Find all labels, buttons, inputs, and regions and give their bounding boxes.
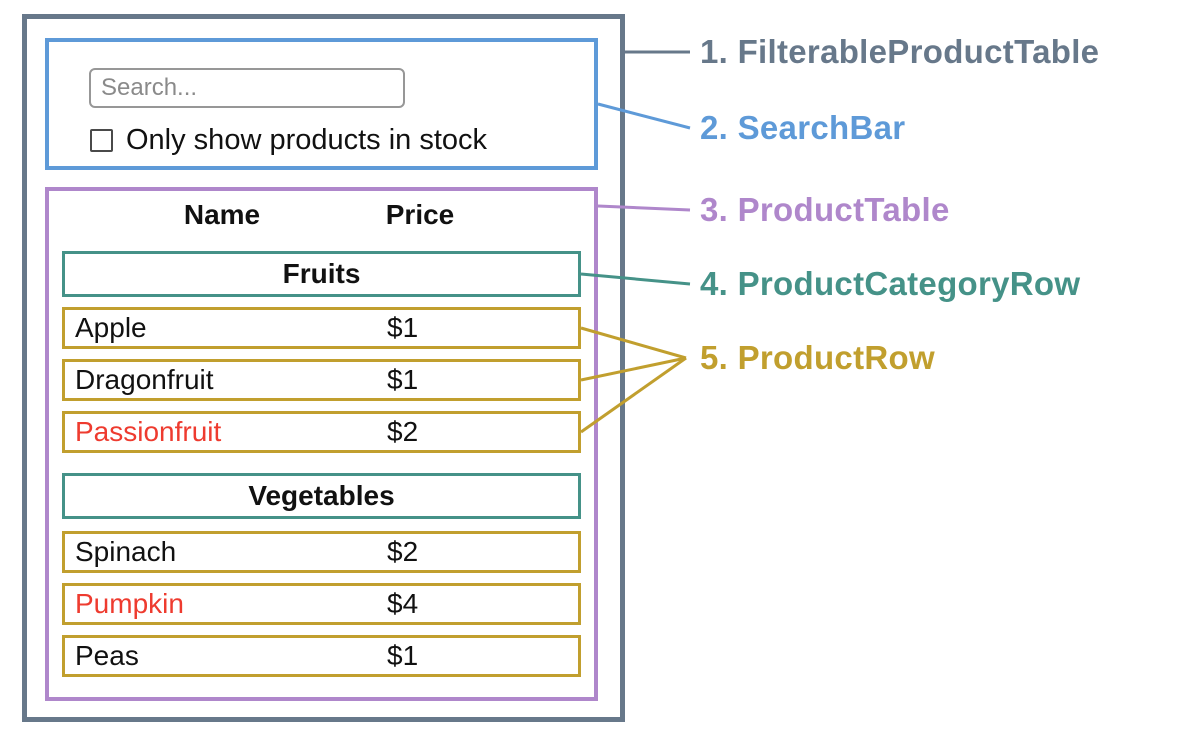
legend-product-row: 5. ProductRow bbox=[700, 339, 935, 376]
legend-product-table: 3. ProductTable bbox=[700, 191, 950, 228]
product-table: Name Price Fruits Apple $1 Dragonfruit $… bbox=[45, 187, 598, 701]
product-name: Spinach bbox=[75, 536, 177, 567]
in-stock-checkbox[interactable] bbox=[90, 129, 113, 152]
product-row: Dragonfruit $1 bbox=[62, 359, 581, 401]
search-input[interactable] bbox=[89, 68, 405, 108]
column-header-name: Name bbox=[183, 199, 261, 230]
product-row: Peas $1 bbox=[62, 635, 581, 677]
product-name: Peas bbox=[75, 640, 139, 671]
product-category-row: Vegetables bbox=[62, 473, 581, 519]
legend-search-bar: 2. SearchBar bbox=[700, 109, 906, 146]
legend-filterable-product-table: 1. FilterableProductTable bbox=[700, 33, 1100, 70]
product-name-out-of-stock: Pumpkin bbox=[75, 588, 184, 619]
product-row: Apple $1 bbox=[62, 307, 581, 349]
in-stock-filter: Only show products in stock bbox=[90, 124, 487, 157]
filterable-product-table: Only show products in stock Name Price F… bbox=[22, 14, 625, 722]
column-header-price: Price bbox=[385, 199, 455, 230]
product-price: $1 bbox=[387, 640, 419, 671]
product-price: $1 bbox=[387, 364, 419, 395]
product-row: Pumpkin $4 bbox=[62, 583, 581, 625]
search-bar: Only show products in stock bbox=[45, 38, 598, 170]
product-name: Dragonfruit bbox=[75, 364, 214, 395]
product-row: Spinach $2 bbox=[62, 531, 581, 573]
in-stock-label: Only show products in stock bbox=[126, 124, 488, 156]
product-price: $4 bbox=[387, 588, 419, 619]
product-price: $2 bbox=[387, 416, 419, 447]
product-row: Passionfruit $2 bbox=[62, 411, 581, 453]
legend-product-category-row: 4. ProductCategoryRow bbox=[700, 265, 1081, 302]
product-price: $1 bbox=[387, 312, 419, 343]
product-category-row: Fruits bbox=[62, 251, 581, 297]
product-name: Apple bbox=[75, 312, 147, 343]
product-price: $2 bbox=[387, 536, 419, 567]
product-name-out-of-stock: Passionfruit bbox=[75, 416, 222, 447]
